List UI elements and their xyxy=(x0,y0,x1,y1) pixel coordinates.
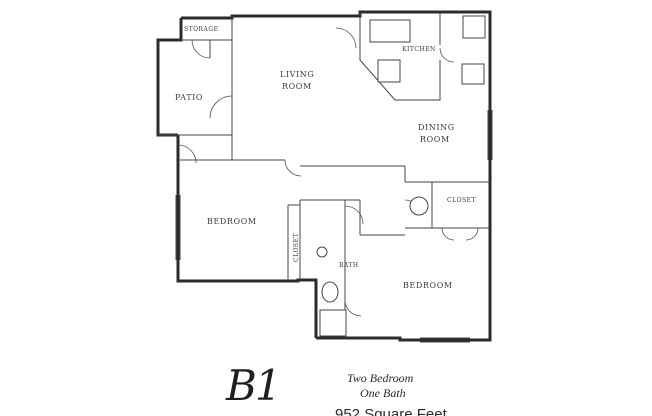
square-footage-caption: 952 Square Feet xyxy=(335,406,447,416)
bedroom-right-label: BEDROOM xyxy=(403,281,453,290)
plan-code: B1 xyxy=(226,361,282,410)
toilet-icon xyxy=(321,281,339,303)
bedroom-left-label: BEDROOM xyxy=(207,217,257,226)
living-room-label-line1: LIVING xyxy=(280,70,314,79)
sink-icon xyxy=(377,59,401,83)
kitchen-label: KITCHEN xyxy=(402,46,436,53)
windows xyxy=(175,110,493,343)
refrigerator-icon xyxy=(462,15,486,39)
patio-label: PATIO xyxy=(175,93,203,102)
fixtures xyxy=(316,15,486,337)
bath-count-caption: One Bath xyxy=(360,386,406,400)
dining-room-label-line2: ROOM xyxy=(420,135,450,144)
bath-label: BATH xyxy=(339,262,359,269)
bedroom-count-caption: Two Bedroom xyxy=(347,371,414,385)
storage-label: STORAGE xyxy=(184,26,219,33)
water-heater-icon xyxy=(409,196,429,216)
washer-icon xyxy=(461,63,485,85)
range-icon xyxy=(369,19,411,43)
bathtub-icon xyxy=(319,309,347,337)
closet-label: CLOSET xyxy=(447,197,476,204)
interior-walls xyxy=(158,12,490,338)
bath-sink-icon xyxy=(316,246,328,258)
living-room-label-line2: ROOM xyxy=(282,82,312,91)
dining-room-label-line1: DINING xyxy=(418,123,455,132)
linen-closet-label: CLOSET xyxy=(293,233,300,262)
doors xyxy=(177,27,479,317)
